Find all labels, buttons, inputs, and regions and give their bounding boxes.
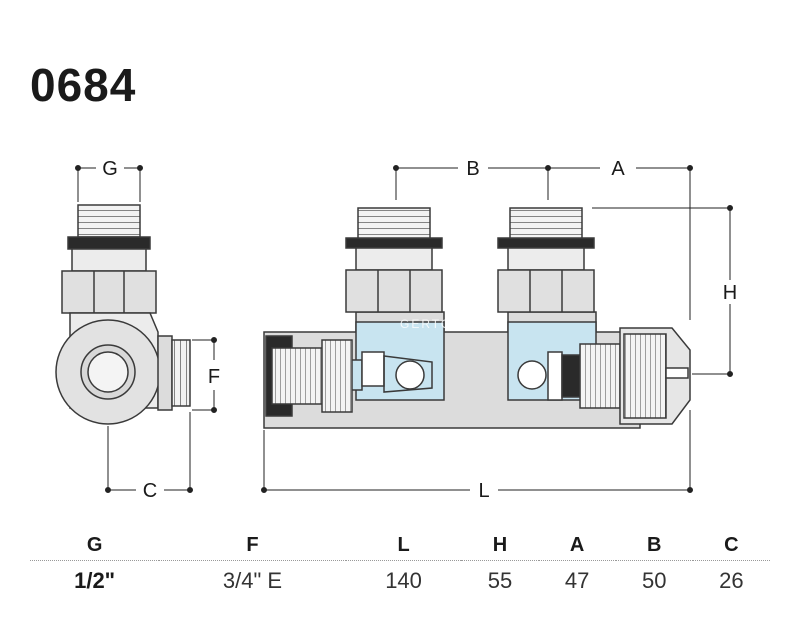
front-dimensions (261, 165, 733, 493)
spec-value-l: 140 (385, 568, 422, 593)
spec-value-h: 55 (487, 568, 513, 593)
right-end-thread (579, 343, 621, 409)
side-hex-nut (61, 270, 157, 314)
left-ball (395, 360, 425, 390)
dim-label-f: F (208, 366, 220, 388)
side-view (55, 204, 191, 425)
dim-label-b: B (466, 158, 479, 180)
spec-header-g: G (30, 530, 160, 561)
right-seal (561, 354, 581, 398)
spec-table-value-row: 1/2" 3/4" E 140 55 47 50 26 (30, 561, 770, 602)
dim-label-g: G (102, 158, 118, 180)
side-top-ring (67, 236, 151, 250)
side-dimensions (75, 165, 217, 493)
spec-table: G F L H A B C 1/2" 3/4" E 140 55 47 50 2… (30, 530, 770, 601)
spec-header-h: H (461, 530, 539, 561)
dim-label-a: A (611, 158, 625, 180)
dim-label-c: C (143, 480, 157, 502)
spec-value-b: 50 (642, 568, 667, 593)
product-code: 0684 (30, 59, 137, 111)
spec-value-c: 26 (719, 568, 744, 593)
dim-label-l: L (478, 480, 489, 502)
spec-header-b: B (615, 530, 693, 561)
side-top-thread (77, 204, 141, 238)
spec-header-c: C (692, 530, 770, 561)
spec-value-a: 47 (564, 568, 590, 593)
dim-label-h: H (723, 282, 737, 304)
left-end-thread (271, 347, 323, 405)
watermark: GERTOP (400, 317, 462, 331)
valve-technical-drawing: G F C (55, 158, 737, 502)
right-ball (517, 360, 547, 390)
spec-value-f: 3/4" E (222, 568, 283, 593)
right-hex-nut (497, 269, 595, 313)
spec-header-f: F (159, 530, 346, 561)
side-outlet-thread (171, 339, 191, 407)
left-top-thread (357, 207, 431, 239)
right-top-thread (509, 207, 583, 239)
spec-value-g: 1/2" (74, 568, 116, 593)
spec-header-l: L (345, 530, 462, 561)
left-hex-nut (345, 269, 443, 313)
spec-header-a: A (538, 530, 616, 561)
front-section-view (263, 207, 691, 429)
spec-table-header-row: G F L H A B C (30, 530, 770, 561)
